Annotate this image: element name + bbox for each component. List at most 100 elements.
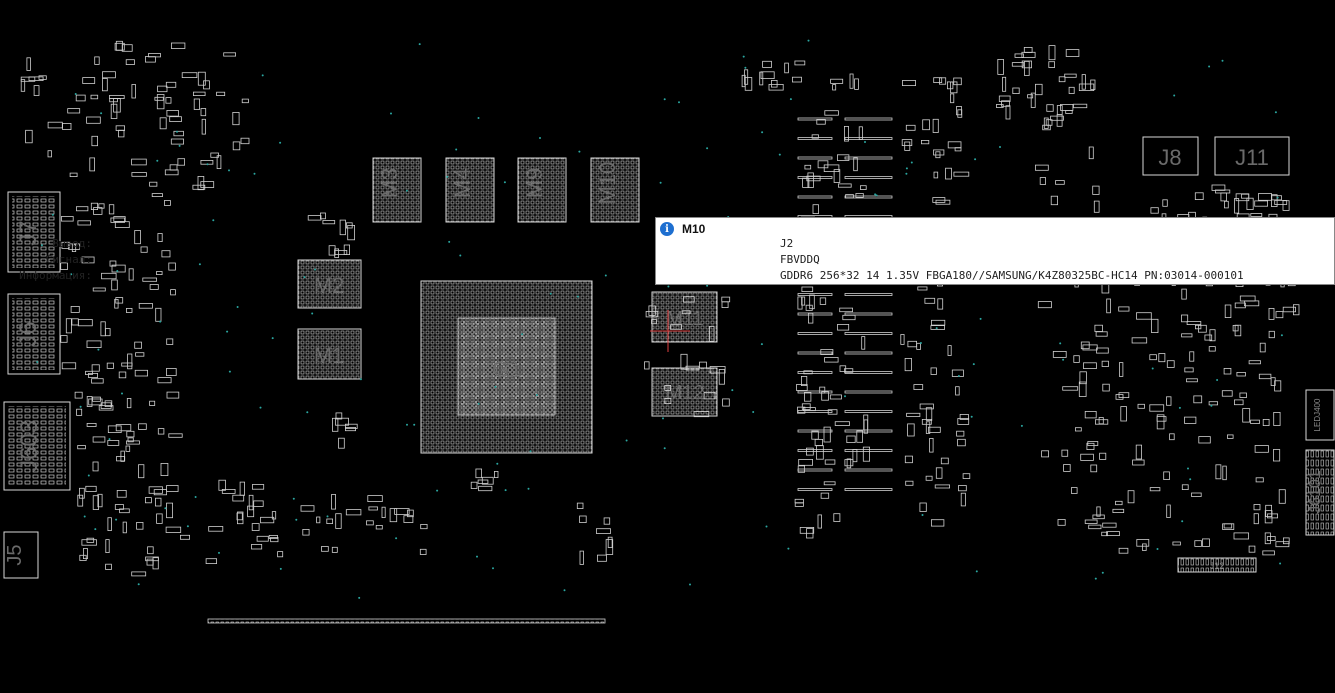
smd-component (173, 130, 184, 137)
smd-component (1194, 540, 1202, 547)
via (875, 194, 878, 197)
memory-m3[interactable]: M3 (372, 157, 422, 223)
gpu-g1[interactable]: G1 (420, 280, 593, 454)
smd-component (113, 216, 126, 222)
smd-component (181, 72, 198, 78)
smd-component (1274, 380, 1282, 392)
connector-j6-label: J6 (15, 321, 42, 346)
smd-component (860, 185, 867, 190)
smd-component (105, 328, 111, 337)
smd-component (316, 516, 321, 524)
connector-j12[interactable]: J12 (1177, 557, 1257, 573)
smd-component (832, 84, 837, 91)
via (778, 153, 781, 156)
smd-component (703, 391, 716, 400)
smd-component (824, 110, 839, 116)
smd-component (177, 158, 185, 166)
via (742, 55, 745, 58)
connector-j5[interactable]: J5 (3, 531, 39, 579)
via (807, 39, 810, 42)
smd-component (1098, 417, 1104, 425)
smd-component (109, 260, 117, 267)
smd-component (853, 157, 858, 172)
smd-component (115, 297, 124, 304)
smd-component (830, 78, 844, 84)
connector-j6[interactable]: J6 (7, 293, 61, 375)
connector-j8[interactable]: J8 (1142, 136, 1199, 176)
smd-component (481, 476, 494, 485)
smd-component (92, 495, 99, 510)
smd-component (846, 458, 852, 469)
smd-component (1258, 373, 1272, 380)
via (97, 348, 100, 351)
smd-component (917, 286, 928, 291)
smd-component (1262, 550, 1275, 556)
smd-component (958, 485, 967, 492)
smd-component (817, 514, 822, 529)
memory-m10[interactable]: M10 (590, 157, 640, 223)
connector-j603[interactable]: J603 (3, 401, 71, 491)
smd-component (156, 271, 163, 275)
smd-component (797, 195, 833, 199)
via (212, 219, 215, 222)
memory-m9[interactable]: M9 (517, 157, 567, 223)
via (1280, 334, 1283, 337)
memory-m2[interactable]: M2 (297, 259, 362, 309)
smd-component (804, 164, 812, 170)
connector-j6101[interactable]: J6101 (1305, 449, 1335, 536)
smd-component (1078, 83, 1095, 91)
via (527, 487, 530, 490)
tooltip-value-signal: FBVDDQ (780, 253, 820, 266)
via (1210, 404, 1213, 407)
smd-component (1227, 434, 1234, 439)
smd-component (216, 155, 222, 169)
smd-component (1102, 522, 1117, 528)
smd-component (797, 449, 833, 452)
memory-m1[interactable]: M1 (297, 328, 362, 380)
smd-component (81, 256, 95, 264)
smd-component (1282, 200, 1290, 211)
smd-component (146, 558, 154, 566)
smd-component (1181, 288, 1187, 300)
smd-component (110, 103, 118, 119)
smd-component (1232, 324, 1239, 332)
via (446, 175, 449, 178)
smd-component (115, 424, 132, 432)
connector-ledj400[interactable]: LEDJ400 (1305, 389, 1335, 441)
smd-component (221, 488, 236, 494)
connector-j7[interactable]: J7 (7, 191, 61, 273)
smd-component (100, 402, 112, 409)
via (539, 137, 541, 139)
smd-component (88, 372, 99, 378)
smd-component (1043, 117, 1049, 129)
smd-component (1234, 324, 1242, 337)
via (259, 406, 262, 409)
smd-component (1264, 532, 1271, 545)
via (1216, 379, 1219, 381)
smd-component (1021, 60, 1033, 69)
smd-component (579, 550, 584, 565)
smd-component (1048, 45, 1056, 61)
smd-component (1024, 61, 1030, 76)
via (678, 101, 680, 104)
smd-component (82, 77, 96, 84)
smd-component (331, 546, 338, 553)
smd-component (801, 375, 808, 386)
smd-component (797, 176, 833, 179)
smd-component (367, 495, 383, 503)
smd-component (134, 341, 142, 349)
smd-component (762, 60, 772, 68)
smd-component (1233, 532, 1250, 540)
smd-component (1156, 416, 1167, 422)
smd-component (925, 475, 933, 481)
via (864, 141, 866, 143)
smd-component (1241, 193, 1250, 199)
smd-component (907, 423, 915, 437)
via (604, 274, 607, 277)
connector-j11[interactable]: J11 (1214, 136, 1290, 176)
smd-component (797, 332, 833, 335)
smd-component (92, 436, 106, 443)
memory-m4[interactable]: M4 (445, 157, 495, 223)
smd-component (1052, 350, 1067, 358)
